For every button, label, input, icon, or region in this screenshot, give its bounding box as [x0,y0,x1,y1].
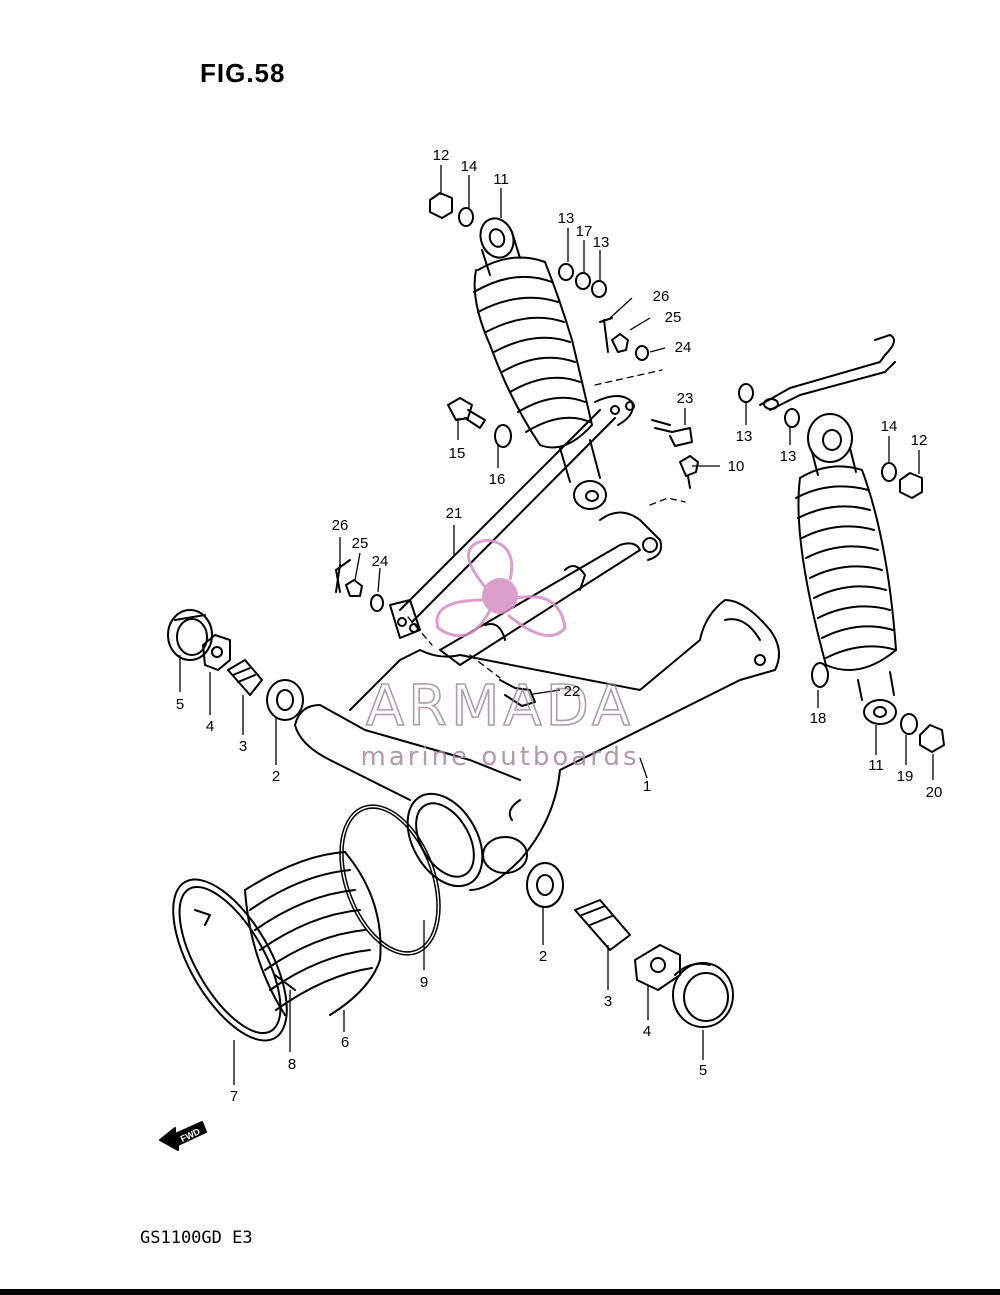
callout-3: 3 [604,993,612,1010]
leader-lines [179,165,934,1085]
callout-21: 21 [446,505,463,522]
callout-24: 24 [675,339,692,356]
swingarm [294,599,780,891]
torque-rod [389,395,635,639]
rear-bracket [759,334,896,411]
callout-5: 5 [176,696,184,713]
right-shock-absorber [795,413,897,725]
callout-2: 2 [272,768,280,785]
watermark-tagline: marine outboards [360,742,639,772]
callout-2: 2 [539,948,547,965]
watermark-brand: ARMADA [366,674,634,739]
small-hardware [335,192,945,753]
callout-17: 17 [576,223,593,240]
callout-13: 13 [593,234,610,251]
callout-12: 12 [911,432,928,449]
callout-4: 4 [643,1023,651,1040]
callout-8: 8 [288,1056,296,1073]
callout-20: 20 [926,784,943,801]
callout-labels: 1214111317132625242310151621131314122625… [176,147,943,1105]
callout-1: 1 [643,778,651,795]
callout-6: 6 [341,1034,349,1051]
callout-14: 14 [461,158,478,175]
callout-25: 25 [665,309,682,326]
callout-13: 13 [736,428,753,445]
dashed-connectors [407,369,686,679]
callout-13: 13 [558,210,575,227]
callout-25: 25 [352,535,369,552]
watermark-propeller-icon [435,538,567,638]
callout-11: 11 [493,171,509,188]
fwd-arrow [159,1121,207,1151]
callout-7: 7 [230,1088,238,1105]
callout-14: 14 [881,418,898,435]
callout-24: 24 [372,553,389,570]
callout-9: 9 [420,974,428,991]
cushion-lever [439,511,663,666]
figure-title: FIG.58 [200,58,286,88]
callout-3: 3 [239,738,247,755]
right-pivot-parts [526,862,734,1028]
callout-13: 13 [780,448,797,465]
callout-5: 5 [699,1062,707,1079]
callout-23: 23 [677,390,694,407]
callout-12: 12 [433,147,450,164]
watermark: ARMADA marine outboards [360,538,639,772]
callout-26: 26 [332,517,349,534]
callout-10: 10 [728,458,745,475]
left-shock-absorber [473,217,607,510]
callout-19: 19 [897,768,914,785]
left-pivot-parts [167,609,304,721]
callout-18: 18 [810,710,827,727]
model-code: GS1100GD E3 [140,1228,253,1248]
callout-26: 26 [653,288,670,305]
callout-16: 16 [489,471,506,488]
callout-15: 15 [449,445,466,462]
bottom-border [0,1289,1000,1295]
callout-11: 11 [868,757,884,774]
callout-4: 4 [206,718,214,735]
boot-assembly [172,804,441,1042]
callout-22: 22 [564,683,581,700]
